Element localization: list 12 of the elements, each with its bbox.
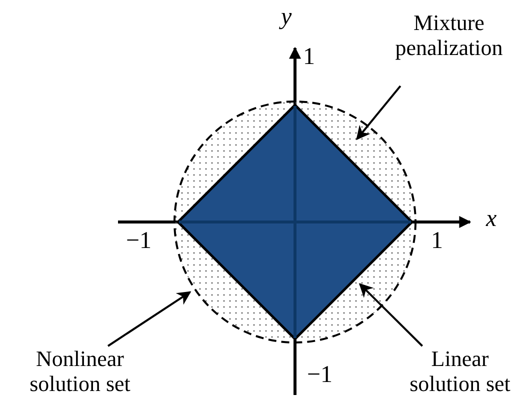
leader-line [107, 291, 192, 347]
callout-label: Mixture penalization [368, 10, 530, 60]
axis-label: y [281, 4, 292, 30]
tick-label: 1 [303, 44, 315, 70]
tick-label: −1 [126, 228, 152, 254]
leader-line [358, 283, 423, 347]
tick-label: −1 [307, 362, 333, 388]
callout-label: Nonlinear solution set [0, 346, 160, 396]
callout-label: Linear solution set [395, 346, 525, 396]
axis-label: x [486, 206, 497, 232]
tick-label: 1 [431, 228, 443, 254]
leader-line [356, 85, 402, 140]
